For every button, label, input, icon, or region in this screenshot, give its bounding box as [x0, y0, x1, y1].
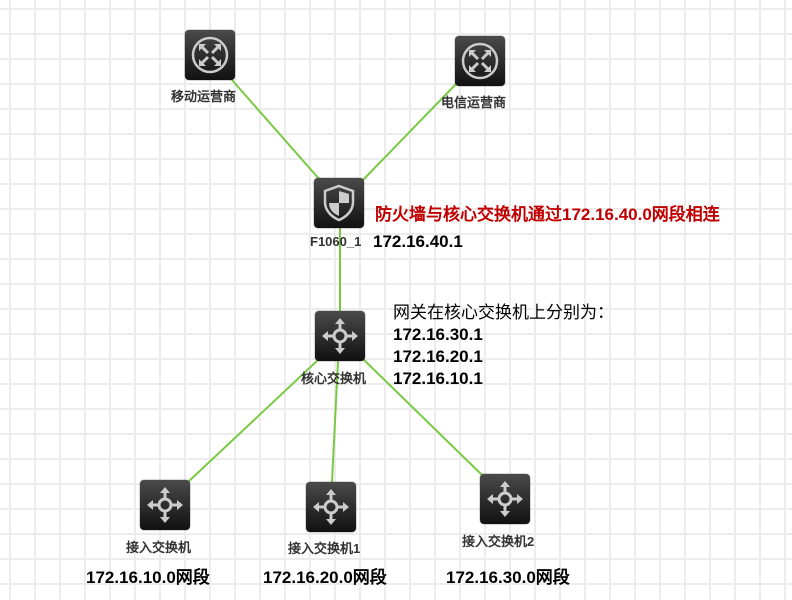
- gateway-ip: 172.16.20.1: [393, 347, 483, 366]
- access-switch[interactable]: [140, 480, 190, 530]
- access-switch-2-label: 接入交换机2: [462, 534, 535, 549]
- link-core-access1: [331, 360, 339, 483]
- gateway-ip: 172.16.10.1: [393, 369, 483, 388]
- gateway-title: 网关在核心交换机上分别为：: [393, 303, 614, 322]
- l3-switch-icon: [322, 318, 358, 354]
- router-icon: [191, 36, 229, 74]
- access-switch-2[interactable]: [480, 474, 530, 524]
- link-core-access: [187, 359, 319, 483]
- access-switch-2-segment: 172.16.30.0网段: [446, 568, 570, 587]
- isp-mobile-label: 移动运营商: [171, 89, 237, 104]
- access-switch-1-segment: 172.16.20.0网段: [263, 568, 387, 587]
- access-switch-1-label: 接入交换机1: [288, 541, 361, 556]
- firewall-ip: 172.16.40.1: [373, 232, 463, 251]
- core-switch[interactable]: [315, 311, 365, 361]
- gateway-ip: 172.16.30.1: [393, 325, 483, 344]
- firewall-device[interactable]: [314, 178, 364, 228]
- router-icon: [461, 42, 499, 80]
- access-switch-label: 接入交换机: [126, 540, 192, 555]
- access-switch-1[interactable]: [306, 482, 356, 532]
- link-telecom-firewall: [361, 82, 458, 182]
- access-switch-segment: 172.16.10.0网段: [86, 568, 210, 587]
- link-mobile-firewall: [231, 79, 321, 181]
- firewall-label: F1060_1: [310, 234, 362, 249]
- isp-telecom-router[interactable]: [455, 36, 505, 86]
- l3-switch-icon: [487, 481, 523, 517]
- l3-switch-icon: [313, 489, 349, 525]
- firewall-link-note: 防火墙与核心交换机通过172.16.40.0网段相连: [375, 205, 720, 224]
- isp-telecom-label: 电信运营商: [441, 95, 507, 110]
- gateway-notes: 网关在核心交换机上分别为： 172.16.30.1 172.16.20.1 17…: [393, 302, 614, 390]
- isp-mobile-router[interactable]: [185, 30, 235, 80]
- firewall-shield-icon: [323, 184, 355, 222]
- link-core-access2: [362, 358, 483, 476]
- l3-switch-icon: [147, 487, 183, 523]
- core-switch-label: 核心交换机: [301, 371, 367, 386]
